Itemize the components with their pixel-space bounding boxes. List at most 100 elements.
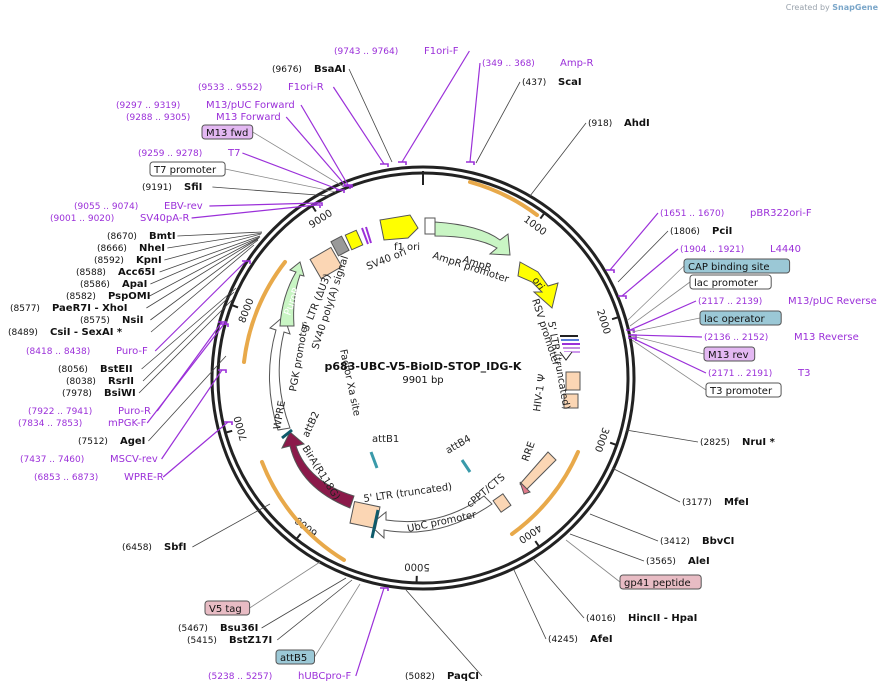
primer-arrow (312, 204, 321, 208)
site-coord: (9191) (142, 183, 172, 193)
site-name: BstZ17I (229, 635, 272, 646)
site-name: NheI (139, 243, 165, 254)
leader-line (332, 86, 385, 165)
site-label-mscv-rev: (7437 .. 7460)MSCV-rev (20, 454, 158, 465)
site-name: SbfI (164, 542, 186, 553)
site-label-bbvci: (3412) BbvCI (660, 536, 734, 547)
site-name: SfiI (184, 182, 202, 193)
site-coord: (8592) (94, 256, 124, 266)
credit-text: Created by SnapGene (786, 3, 878, 12)
site-coord: (7922 .. 7941) (28, 407, 92, 417)
site-label-lac-promoter: lac promoter (689, 274, 772, 290)
sv40-ori-label: SV40 ori (365, 247, 408, 273)
label-box-text: M13 fwd (206, 128, 248, 139)
site-name: M13 Reverse (794, 332, 859, 343)
site-coord: (9288 .. 9305) (126, 113, 190, 123)
ampr-feature (434, 221, 511, 256)
site-name: hUBCpro-F (298, 671, 351, 682)
site-coord: (6458) (122, 543, 152, 553)
site-coord: (9533 .. 9552) (198, 83, 262, 93)
site-label-afei: (4245)AfeI (548, 634, 613, 645)
leader-line (621, 248, 679, 297)
site-coord: (7512) (78, 437, 108, 447)
site-name: pBR322ori-F (750, 208, 812, 219)
site-name: PaqCI (447, 671, 479, 682)
primer-arrow (336, 189, 345, 193)
primer-arrow (218, 369, 227, 373)
site-label-f1ori-f: (9743 .. 9764)F1ori-F (334, 46, 459, 57)
label-box-text: lac operator (704, 314, 765, 325)
label-box (689, 274, 772, 290)
site-label-m13-rev: M13 rev (703, 346, 756, 362)
ltr5-inner-label: 5' LTR (truncated) (363, 482, 453, 505)
site-name: EBV-rev (164, 201, 203, 212)
site-label-kpni: (8592)KpnI (94, 255, 162, 266)
primer-arrow (380, 587, 389, 591)
site-coord: (4016) (586, 614, 616, 624)
site-label-wpre-r: (6853 .. 6873)WPRE-R (34, 472, 164, 483)
tick-mark (609, 441, 618, 446)
site-name: Bsu36I (220, 623, 258, 634)
label-box (705, 382, 782, 398)
leader-line (242, 152, 341, 191)
leader-line (611, 467, 681, 503)
site-name: F1ori-F (424, 46, 459, 57)
leader-line (154, 260, 247, 352)
leader-line (405, 589, 483, 677)
site-name: BbvCI (702, 536, 734, 547)
site-name: Puro-F (116, 346, 148, 357)
site-label-scai: (437)ScaI (522, 77, 582, 88)
site-label-m13-reverse: (2136 .. 2152)M13 Reverse (704, 332, 859, 343)
leader-line (617, 230, 669, 283)
site-coord: (8582) (66, 292, 96, 302)
leader-line (569, 533, 645, 562)
site-label-hincii-hpai: (4016)HincII - HpaI (586, 613, 697, 624)
primer-arrow (398, 161, 407, 165)
site-label-ebv-rev: (9055 .. 9074)EBV-rev (74, 201, 203, 212)
leader-line (469, 62, 481, 163)
site-label-paer7i-xhoi: (8577)PaeR7I - XhoI (10, 303, 128, 314)
label-box-text: gp41 peptide (624, 578, 691, 589)
site-label-ahdi: (918)AhdI (588, 118, 650, 129)
site-coord: (9001 .. 9020) (50, 214, 114, 224)
leader-line (589, 513, 659, 542)
primer-arrow (220, 323, 229, 327)
site-coord: (8489) (8, 328, 38, 338)
site-coord: (7437 .. 7460) (20, 455, 84, 465)
site-coord: (5082) (405, 672, 435, 682)
leader-line (209, 202, 319, 207)
site-coord: (2825) (700, 438, 730, 448)
site-label-sv40pa-r: (9001 .. 9020)SV40pA-R (50, 213, 189, 224)
leader-line (355, 587, 385, 677)
label-box (204, 600, 251, 616)
tick-label: 2000 (594, 308, 612, 336)
label-box-text: V5 tag (209, 604, 242, 615)
attb4-label: attB4 (444, 433, 473, 456)
leader-line (276, 579, 353, 641)
site-name: BmtI (149, 231, 176, 242)
gp41-marker (519, 481, 531, 495)
leader-line (177, 231, 263, 237)
snapgene-logo: SnapGene (832, 3, 878, 12)
site-label-t3-promoter: T3 promoter (705, 382, 782, 398)
site-name: L4440 (770, 244, 801, 255)
tick-mark (611, 316, 620, 321)
attb1-label: attB1 (372, 434, 399, 445)
sv40-ori-box (424, 217, 436, 235)
leader-line (141, 287, 237, 370)
pgk-label: PGK promoter (288, 321, 311, 393)
site-name: NsiI (122, 315, 143, 326)
tick-label: 5000 (404, 561, 430, 573)
site-coord: (3412) (660, 537, 690, 547)
tick-mark (225, 429, 233, 434)
site-label-bsu36i: (5467)Bsu36I (178, 623, 258, 634)
attb1-mid (369, 451, 379, 469)
hiv-psi-label: HIV-1 Ψ (532, 373, 548, 412)
leader-line (164, 233, 262, 261)
leader-line (162, 421, 229, 478)
site-label-t7-promoter: T7 promoter (149, 161, 226, 177)
site-coord: (5238 .. 5257) (208, 672, 272, 682)
wpre-outer-arc (260, 460, 346, 562)
tick-mark (231, 304, 239, 309)
